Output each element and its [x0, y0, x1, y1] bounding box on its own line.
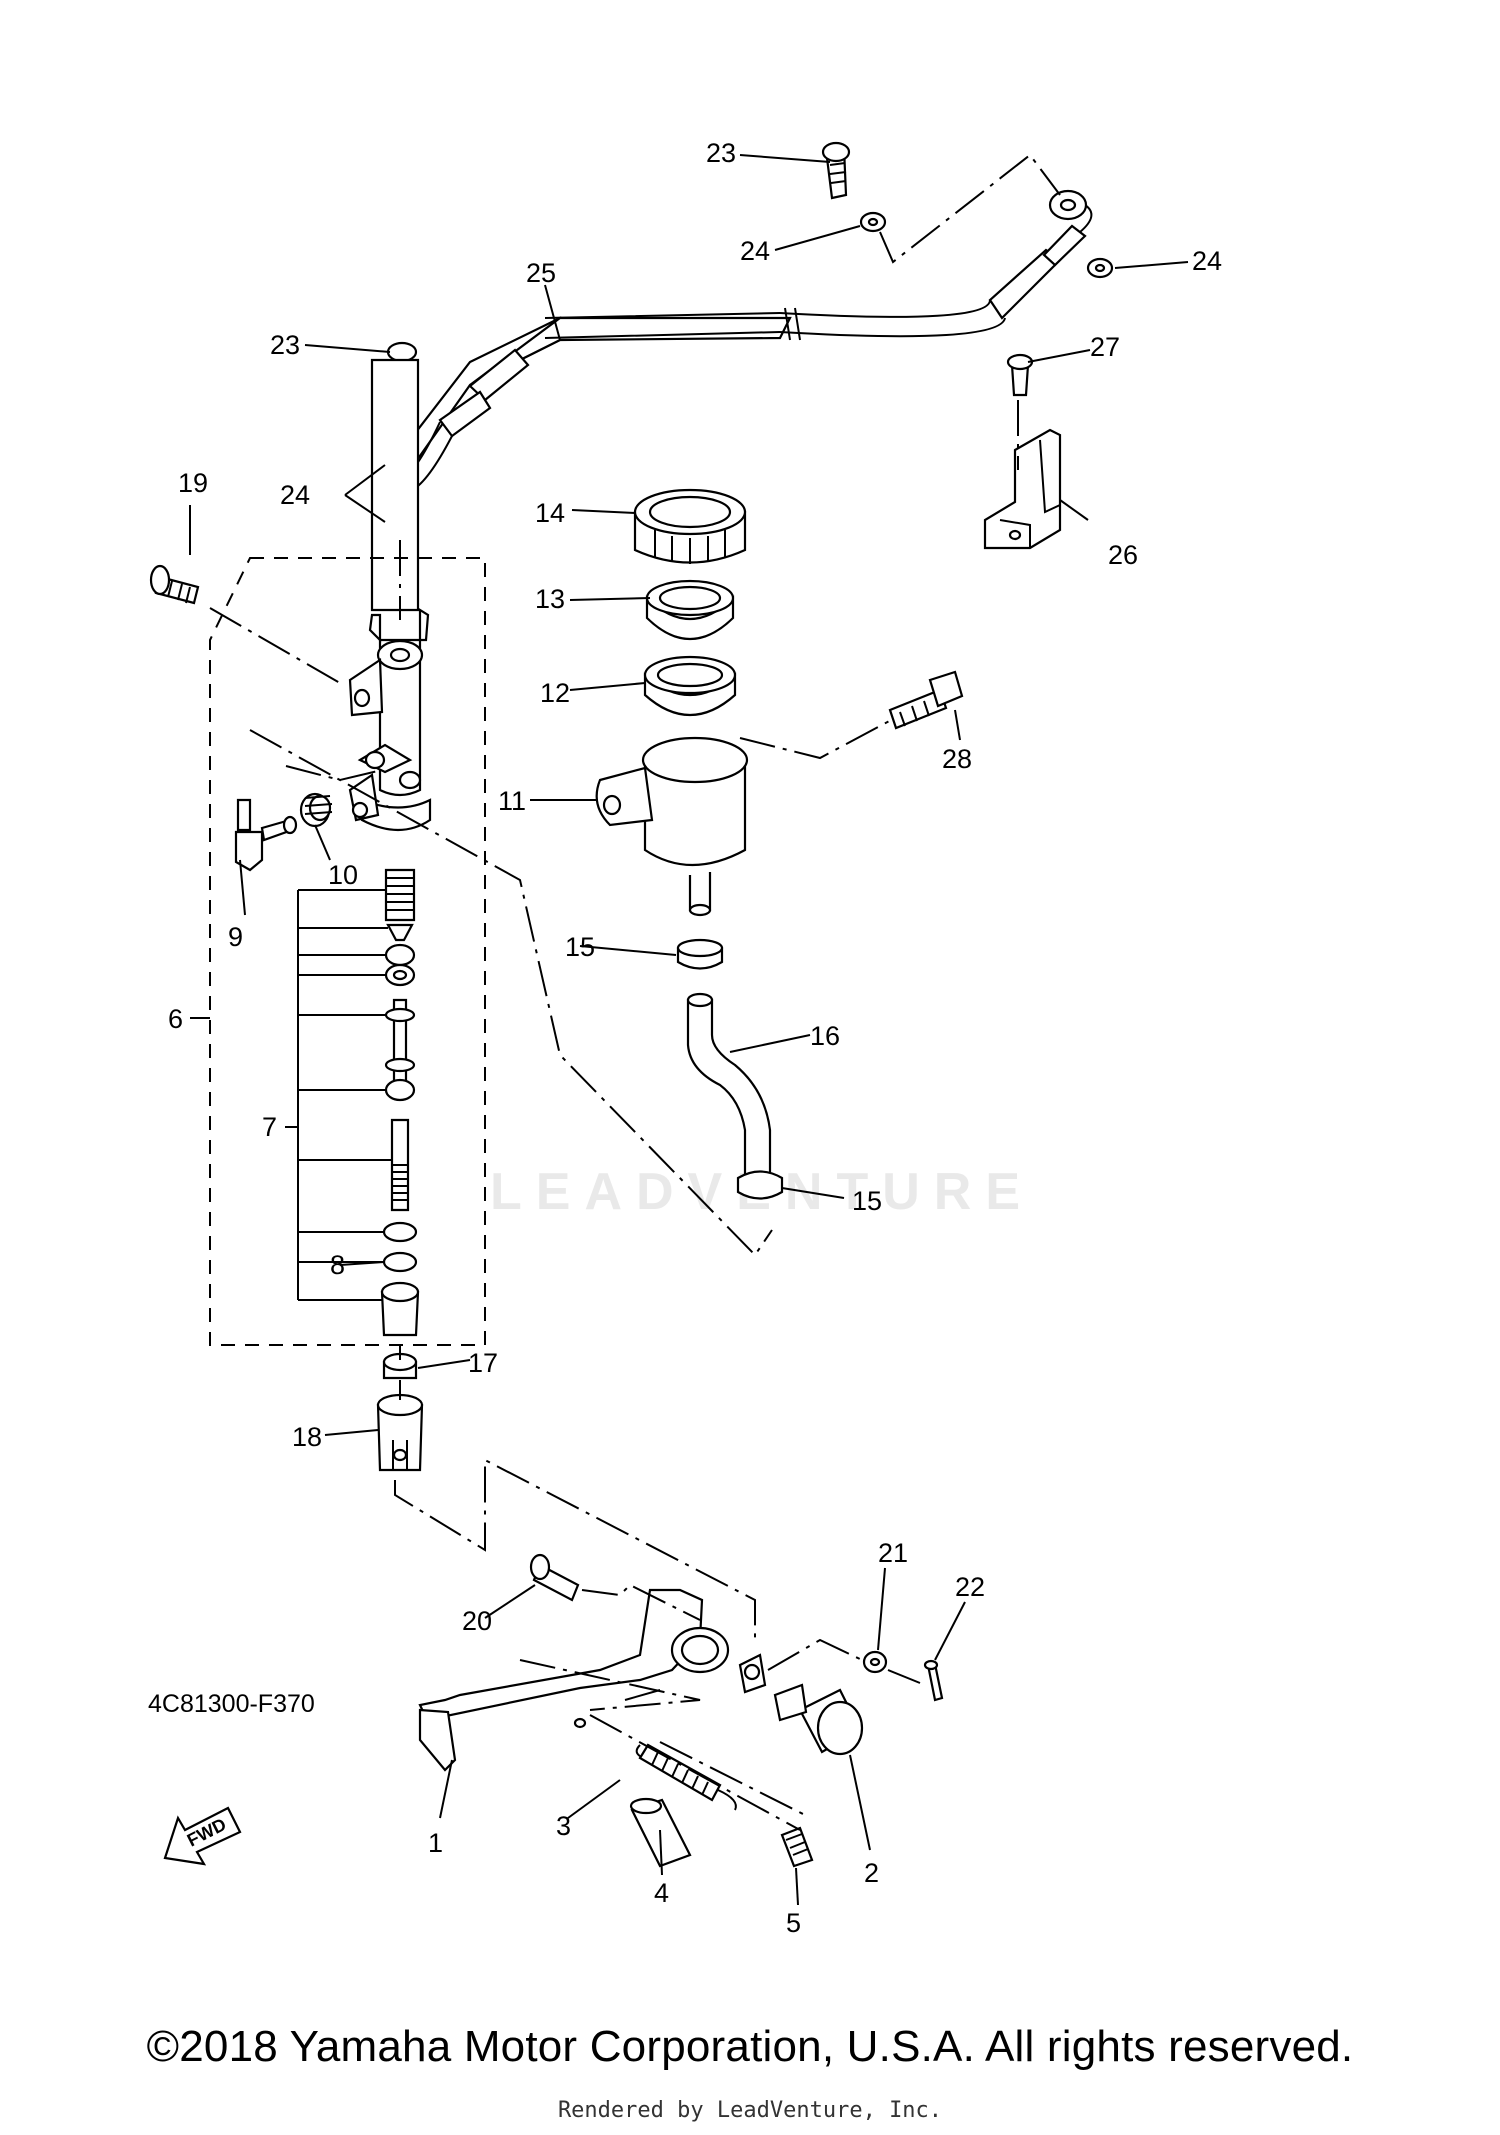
o-ring-joint — [299, 792, 333, 828]
callout-22: 22 — [955, 1572, 985, 1602]
brake-hose — [378, 189, 1093, 491]
callout-6: 6 — [168, 1004, 183, 1034]
callout-5: 5 — [786, 1908, 801, 1938]
copyright-footer: ©2018 Yamaha Motor Corporation, U.S.A. A… — [146, 2022, 1354, 2071]
callout-1: 1 — [428, 1828, 443, 1858]
callout-13: 13 — [535, 584, 565, 614]
hose-joint — [234, 798, 298, 872]
callout-26: 26 — [1108, 540, 1138, 570]
reservoir-hose — [676, 938, 784, 1200]
callout-9: 9 — [228, 922, 243, 952]
diaphragm — [643, 655, 737, 716]
diaphragm-plate — [645, 579, 735, 640]
return-spring — [635, 1743, 737, 1811]
plain-washer — [862, 1650, 888, 1674]
callout-23a: 23 — [706, 138, 736, 168]
fwd-arrow-icon: FWD — [163, 1806, 242, 1866]
cylinder-kit-parts — [380, 868, 420, 1337]
clevis — [376, 1393, 424, 1472]
callout-2: 2 — [864, 1858, 879, 1888]
callout-14: 14 — [535, 498, 565, 528]
reservoir-cap — [633, 488, 747, 564]
callout-15a: 15 — [565, 932, 595, 962]
pivot-bolt-pedal — [780, 1826, 814, 1868]
callout-numbers: 1 2 3 4 5 6 7 8 9 10 11 12 13 14 15 15 1… — [168, 138, 1222, 1938]
pivot-bolt — [149, 564, 200, 605]
reservoir-bolt — [888, 670, 964, 730]
pedal-boss — [773, 1683, 864, 1756]
callout-15b: 15 — [852, 1186, 882, 1216]
push-rod-nut — [382, 1352, 418, 1380]
kit-outline — [209, 557, 486, 1346]
master-cylinder — [348, 358, 432, 831]
callout-11: 11 — [498, 786, 526, 816]
rendered-by-credit: Rendered by LeadVenture, Inc. — [557, 2098, 943, 2123]
assembly-lines — [209, 153, 1061, 1831]
reservoir-tank — [595, 736, 749, 917]
callout-18: 18 — [292, 1422, 322, 1452]
callout-7: 7 — [262, 1112, 277, 1142]
kit-bracket — [285, 889, 392, 1301]
clevis-pin — [529, 1553, 580, 1602]
diagram-code: 4C81300-F370 — [148, 1690, 315, 1718]
cotter-pin — [923, 1659, 944, 1702]
callout-27: 27 — [1090, 332, 1120, 362]
callout-21: 21 — [878, 1538, 908, 1568]
callout-24c: 24 — [280, 480, 310, 510]
callout-3: 3 — [556, 1811, 571, 1841]
callout-16: 16 — [810, 1021, 840, 1051]
callout-24a: 24 — [740, 236, 770, 266]
callout-10: 10 — [328, 860, 358, 890]
callout-8: 8 — [330, 1250, 345, 1280]
union-bolt-upper — [821, 141, 851, 200]
callout-28: 28 — [942, 744, 972, 774]
callout-23b: 23 — [270, 330, 300, 360]
callout-20: 20 — [462, 1606, 492, 1636]
leader-lines — [189, 154, 1189, 1906]
hose-guide-bracket — [983, 353, 1062, 550]
callout-17: 17 — [468, 1348, 498, 1378]
callout-4: 4 — [654, 1878, 669, 1908]
callout-25: 25 — [526, 258, 556, 288]
callout-19: 19 — [178, 468, 208, 498]
callout-12: 12 — [540, 678, 570, 708]
brake-pedal — [418, 1588, 767, 1772]
callout-24b: 24 — [1192, 246, 1222, 276]
